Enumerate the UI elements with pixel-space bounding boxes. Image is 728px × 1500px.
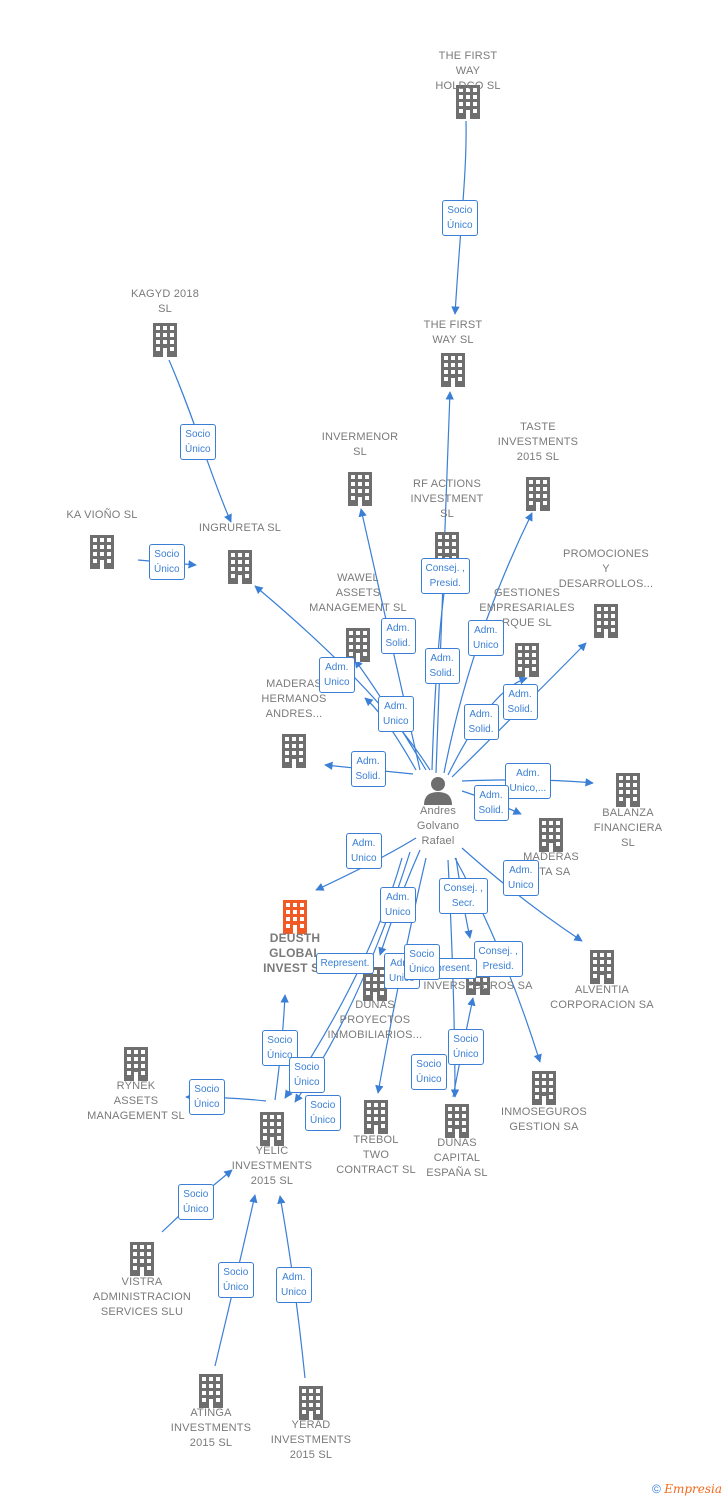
node-label-first-way-holdco[interactable]: THE FIRST WAY HOLDCO SL xyxy=(435,50,501,92)
edge-label[interactable]: Socio Único xyxy=(149,544,185,580)
edge-label[interactable]: Adm. Unico,... xyxy=(504,763,552,799)
edge-label[interactable]: Adm. Solid. xyxy=(350,751,386,787)
edge-label[interactable]: Adm. Unico xyxy=(346,833,382,869)
copyright-symbol: © xyxy=(652,1482,661,1496)
edge-label[interactable]: Socio Único xyxy=(180,424,216,460)
brand-logo[interactable]: Empresia xyxy=(664,1482,722,1496)
node-label-deusth[interactable]: DEUSTH GLOBAL INVEST SL xyxy=(263,931,327,975)
edge-label[interactable]: Socio Único xyxy=(178,1184,214,1220)
node-label-promociones[interactable]: PROMOCIONES Y DESARROLLOS... xyxy=(558,548,654,590)
person-icon[interactable] xyxy=(424,777,452,805)
footer: © Empresia xyxy=(652,1482,722,1496)
edge-label[interactable]: Consej. , Presid. xyxy=(420,558,470,594)
building-icon[interactable] xyxy=(283,900,307,934)
edge-label[interactable]: Consej. , Secr. xyxy=(438,878,488,914)
node-label-balanza[interactable]: BALANZA FINANCIERA SL xyxy=(593,807,663,849)
node-label-ingrureta[interactable]: INGRURETA SL xyxy=(198,522,282,534)
node-label-yelic[interactable]: YELIC INVESTMENTS 2015 SL xyxy=(231,1145,313,1187)
building-icon[interactable] xyxy=(532,1071,556,1105)
node-label-dunas-capital[interactable]: DUNAS CAPITAL ESPAÑA SL xyxy=(426,1137,488,1179)
edge-6 xyxy=(254,585,431,771)
edge-label[interactable]: Represent. xyxy=(315,952,375,974)
edge-0 xyxy=(451,120,467,315)
building-icon[interactable] xyxy=(364,1100,388,1134)
node-label-atinga[interactable]: ATINGA INVESTMENTS 2015 SL xyxy=(170,1407,252,1449)
node-label-alventia[interactable]: ALVENTIA CORPORACION SA xyxy=(550,984,654,1011)
building-icon[interactable] xyxy=(282,734,306,768)
building-icon[interactable] xyxy=(348,472,372,506)
building-icon[interactable] xyxy=(130,1242,154,1276)
edge-label[interactable]: Adm. Unico xyxy=(468,620,504,656)
node-label-rynek[interactable]: RYNEK ASSETS MANAGEMENT SL xyxy=(87,1080,185,1122)
building-icon[interactable] xyxy=(616,773,640,807)
node-label-dunas-proyectos[interactable]: DUNAS PROYECTOS INMOBILIARIOS... xyxy=(327,999,423,1041)
node-label-yerad[interactable]: YERAD INVESTMENTS 2015 SL xyxy=(270,1419,352,1461)
node-label-inmoseguros[interactable]: INMOSEGUROS GESTION SA xyxy=(501,1106,587,1133)
node-label-wawel[interactable]: WAWEL ASSETS MANAGEMENT SL xyxy=(309,572,407,614)
edge-label[interactable]: Consej. , Presid. xyxy=(473,941,523,977)
node-label-inverseguros[interactable]: INVERSEGUROS SA xyxy=(423,980,533,992)
edge-label[interactable]: Socio Único xyxy=(442,200,478,236)
node-label-taste[interactable]: TASTE INVESTMENTS 2015 SL xyxy=(497,421,579,463)
node-label-ka-viono[interactable]: KA VIOÑO SL xyxy=(66,509,138,521)
edge-label[interactable]: Adm. Solid. xyxy=(380,618,416,654)
node-label-maderas-sa[interactable]: MADERAS ETA SA xyxy=(523,851,579,878)
edge-label[interactable]: Adm. Solid. xyxy=(502,684,538,720)
edge-label[interactable]: Socio Único xyxy=(218,1262,254,1298)
edge-label[interactable]: Socio Único xyxy=(404,944,440,980)
node-label-rf-actions[interactable]: RF ACTIONS INVESTMENT SL xyxy=(410,478,484,520)
edge-label[interactable]: Adm. Unico xyxy=(380,887,416,923)
building-icon[interactable] xyxy=(299,1386,323,1420)
edge-label[interactable]: Adm. Solid. xyxy=(463,704,499,740)
building-icon[interactable] xyxy=(441,353,465,387)
edge-label[interactable]: Adm. Unico xyxy=(276,1267,312,1303)
building-icon[interactable] xyxy=(260,1112,284,1146)
building-icon[interactable] xyxy=(153,323,177,357)
edge-label[interactable]: Socio Único xyxy=(289,1057,325,1093)
edge-label[interactable]: Adm. Unico xyxy=(319,657,355,693)
edge-label[interactable]: Adm. Unico xyxy=(503,860,539,896)
building-icon[interactable] xyxy=(515,643,539,677)
edge-label[interactable]: Socio Único xyxy=(448,1029,484,1065)
node-label-vistra[interactable]: VISTRA ADMINISTRACION SERVICES SLU xyxy=(92,1276,192,1318)
building-icon[interactable] xyxy=(124,1047,148,1081)
edge-label[interactable]: Adm. Unico xyxy=(378,696,414,732)
building-icon[interactable] xyxy=(228,550,252,584)
building-icon[interactable] xyxy=(90,535,114,569)
node-label-first-way[interactable]: THE FIRST WAY SL xyxy=(423,319,483,346)
node-label-kagyd[interactable]: KAGYD 2018 SL xyxy=(130,288,200,315)
edge-label[interactable]: Socio Único xyxy=(305,1095,341,1131)
node-label-invermenor[interactable]: INVERMENOR SL xyxy=(321,431,399,458)
edge-label[interactable]: Socio Único xyxy=(189,1079,225,1115)
building-icon[interactable] xyxy=(199,1374,223,1408)
building-icon[interactable] xyxy=(526,477,550,511)
edge-label[interactable]: Adm. Solid. xyxy=(473,785,509,821)
edge-17 xyxy=(461,847,583,942)
edge-label[interactable]: Socio Único xyxy=(411,1054,447,1090)
nodes-layer xyxy=(90,85,640,1420)
node-label-trebol[interactable]: TREBOL TWO CONTRACT SL xyxy=(336,1134,416,1176)
node-label-gestiones[interactable]: GESTIONES EMPRESARIALES RQUE SL xyxy=(479,587,575,629)
edge-label[interactable]: Adm. Solid. xyxy=(424,648,460,684)
node-label-maderas-hermanos[interactable]: MADERAS HERMANOS ANDRES... xyxy=(261,678,327,720)
node-label-andres[interactable]: Andres Golvano Rafael xyxy=(416,805,460,847)
building-icon[interactable] xyxy=(590,950,614,984)
